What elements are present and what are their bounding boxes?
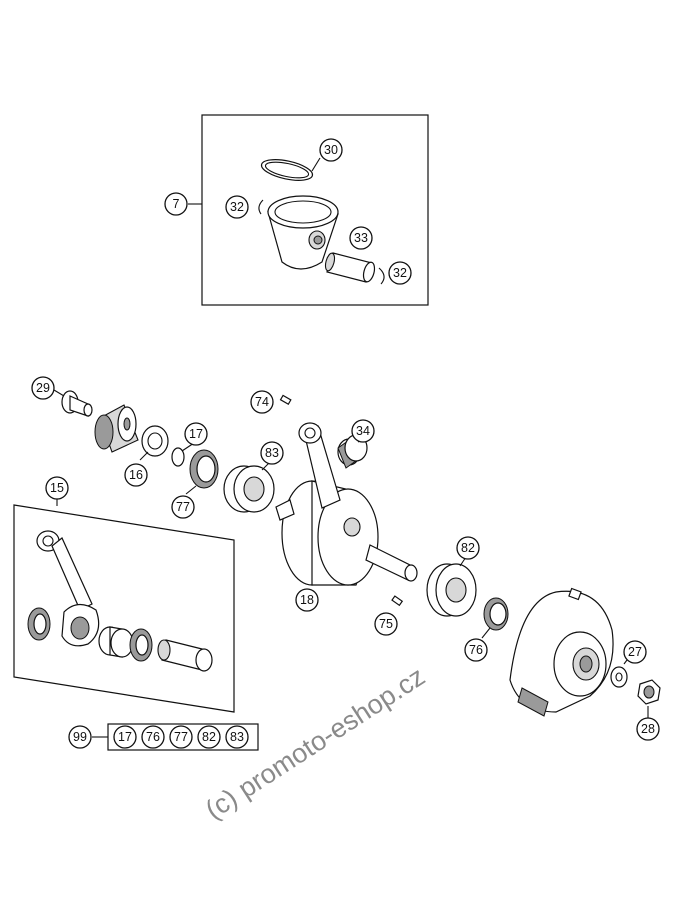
- callout-83: 83: [260, 441, 284, 465]
- nut-28-drawing: [637, 679, 661, 718]
- callout-82: 82: [456, 536, 480, 560]
- callout-33: 33: [349, 226, 373, 250]
- svg-text:83: 83: [265, 446, 279, 460]
- callout-76: 76: [464, 638, 488, 662]
- conrod-kit-pin-drawing: [157, 639, 213, 672]
- callout-99: 99: [68, 725, 92, 749]
- svg-text:28: 28: [641, 722, 655, 736]
- kit-callout-77: 77: [169, 725, 193, 749]
- washer-17-drawing: [171, 442, 195, 467]
- bearing-83-drawing: [223, 461, 275, 513]
- svg-text:82: 82: [461, 541, 475, 555]
- svg-text:27: 27: [628, 645, 642, 659]
- circlip-left-drawing: [258, 199, 264, 215]
- key-74-drawing: [279, 394, 292, 406]
- washer-27-drawing: [610, 655, 631, 688]
- piston-drawing: [267, 195, 339, 270]
- svg-text:76: 76: [469, 643, 483, 657]
- svg-text:34: 34: [356, 424, 370, 438]
- callout-74: 74: [250, 390, 274, 414]
- svg-text:17: 17: [189, 427, 203, 441]
- svg-text:74: 74: [255, 395, 269, 409]
- kit-callout-76: 76: [141, 725, 165, 749]
- svg-text:30: 30: [324, 143, 338, 157]
- callout-16: 16: [124, 463, 148, 487]
- conrod-kit-rod-drawing: [36, 530, 100, 647]
- conrod-kit-washer-left-drawing: [27, 607, 51, 641]
- piston-group-box: [188, 114, 429, 306]
- callout-32-left: 32: [225, 195, 249, 219]
- svg-text:75: 75: [379, 617, 393, 631]
- svg-text:16: 16: [129, 468, 143, 482]
- callout-17: 17: [184, 422, 208, 446]
- svg-text:83: 83: [230, 730, 244, 744]
- conrod-kit-washer-right-drawing: [129, 628, 153, 662]
- conrod-kit-needle-bearing-drawing: [98, 626, 134, 658]
- svg-text:76: 76: [146, 730, 160, 744]
- kit-callout-83: 83: [225, 725, 249, 749]
- bearing-82-drawing: [426, 556, 477, 617]
- svg-text:29: 29: [36, 381, 50, 395]
- crankcase-cover-drawing: [509, 587, 614, 717]
- svg-text:32: 32: [230, 200, 244, 214]
- callout-34: 34: [351, 419, 375, 443]
- svg-text:7: 7: [173, 197, 180, 211]
- svg-text:99: 99: [73, 730, 87, 744]
- kit-list-frame: [92, 723, 259, 751]
- callout-27: 27: [623, 640, 647, 664]
- kit-callout-82: 82: [197, 725, 221, 749]
- callout-7: 7: [164, 192, 188, 216]
- svg-text:15: 15: [50, 481, 64, 495]
- bearing-16-drawing: [139, 425, 169, 461]
- svg-text:18: 18: [300, 593, 314, 607]
- svg-text:77: 77: [174, 730, 188, 744]
- circlip-right-drawing: [378, 267, 385, 285]
- kit-callout-17: 17: [113, 725, 137, 749]
- seal-77-drawing: [185, 449, 219, 495]
- callout-15: 15: [45, 476, 69, 500]
- callout-75: 75: [374, 612, 398, 636]
- gear-drawing: [94, 404, 139, 453]
- svg-text:82: 82: [202, 730, 216, 744]
- svg-text:77: 77: [176, 500, 190, 514]
- conrod-kit-box: [13, 498, 235, 713]
- crankshaft-drawing: [275, 422, 418, 586]
- key-75-drawing: [391, 595, 404, 607]
- svg-text:17: 17: [118, 730, 132, 744]
- callout-32-right: 32: [388, 261, 412, 285]
- callout-18: 18: [295, 588, 319, 612]
- piston-pin-drawing: [324, 252, 376, 283]
- bolt-29-drawing: [53, 389, 93, 417]
- svg-text:32: 32: [393, 266, 407, 280]
- svg-text:33: 33: [354, 231, 368, 245]
- callout-29: 29: [31, 376, 55, 400]
- callout-30: 30: [319, 138, 343, 162]
- piston-ring-drawing: [260, 157, 321, 181]
- seal-76-drawing: [481, 597, 509, 639]
- callout-28: 28: [636, 717, 660, 741]
- callout-77: 77: [171, 495, 195, 519]
